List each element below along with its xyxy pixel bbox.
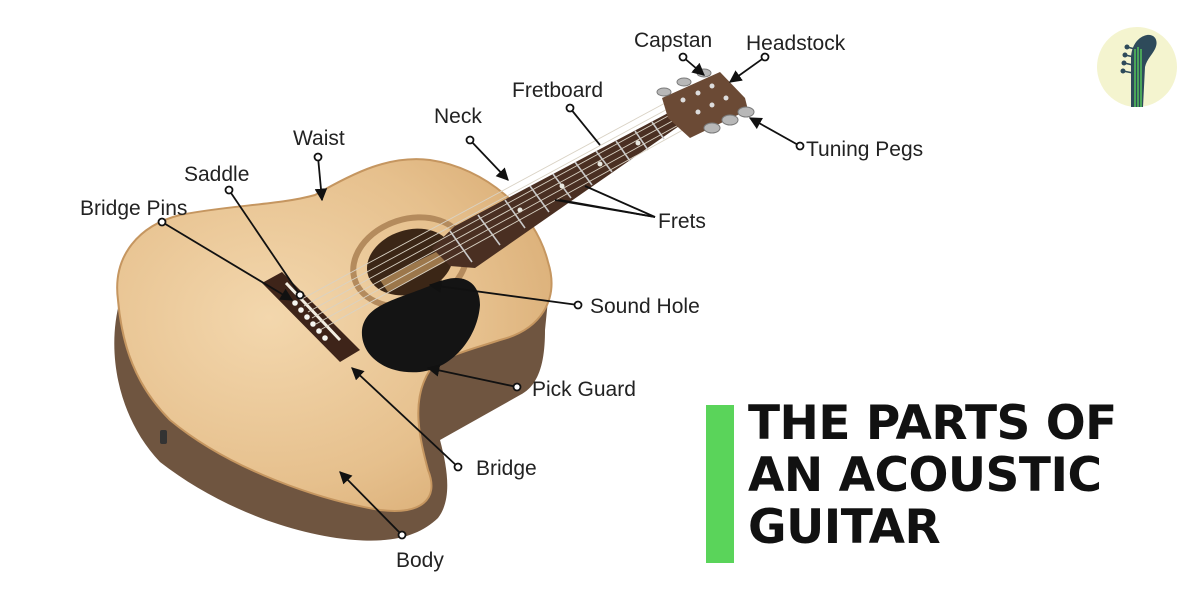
label-frets: Frets bbox=[658, 211, 706, 232]
accent-bar bbox=[706, 405, 734, 563]
label-headstock: Headstock bbox=[746, 33, 845, 54]
leader-headstock bbox=[730, 54, 769, 83]
label-pick-guard: Pick Guard bbox=[532, 379, 636, 400]
label-bridge-pins: Bridge Pins bbox=[80, 198, 187, 219]
leader-tuning-pegs bbox=[750, 118, 804, 150]
title-line-3: GUITAR bbox=[748, 502, 1117, 554]
label-tuning-pegs: Tuning Pegs bbox=[806, 139, 923, 160]
label-saddle: Saddle bbox=[184, 164, 249, 185]
title-line-1: THE PARTS OF bbox=[748, 398, 1117, 450]
label-body: Body bbox=[396, 550, 444, 571]
label-bridge: Bridge bbox=[476, 458, 537, 479]
label-sound-hole: Sound Hole bbox=[590, 296, 700, 317]
label-fretboard: Fretboard bbox=[512, 80, 603, 101]
leader-fretboard bbox=[567, 105, 601, 146]
label-capstan: Capstan bbox=[634, 30, 712, 51]
page-title: THE PARTS OF AN ACOUSTIC GUITAR bbox=[748, 398, 1117, 554]
label-neck: Neck bbox=[434, 106, 482, 127]
leader-capstan bbox=[680, 54, 705, 76]
guitar-headstock-logo-icon bbox=[1097, 27, 1177, 107]
title-line-2: AN ACOUSTIC bbox=[748, 450, 1117, 502]
strap-button bbox=[160, 430, 167, 444]
label-waist: Waist bbox=[293, 128, 345, 149]
